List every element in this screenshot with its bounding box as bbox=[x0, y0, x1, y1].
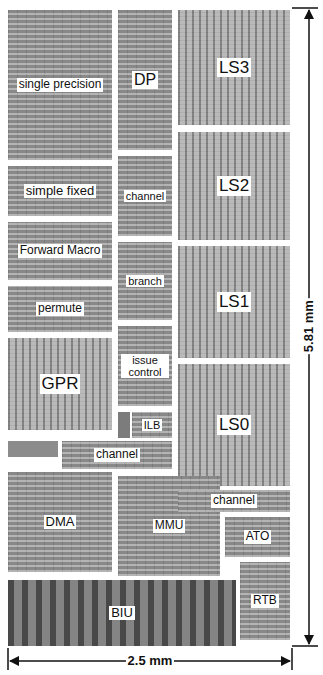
block-label: ILB bbox=[142, 419, 163, 431]
die-block: BIU bbox=[8, 580, 236, 646]
block-label: MMU bbox=[153, 519, 186, 532]
block-label: BIU bbox=[109, 606, 135, 621]
die-block: RTB bbox=[240, 562, 290, 640]
die-block: Forward Macro bbox=[8, 222, 112, 280]
block-label: LS2 bbox=[217, 176, 251, 195]
block-label: simple fixed bbox=[24, 184, 97, 199]
die-block: DP bbox=[118, 10, 172, 150]
block-label: channel bbox=[94, 448, 140, 461]
block-label: issue control bbox=[121, 354, 169, 379]
die-block: branch bbox=[118, 242, 172, 320]
die-block: LS3 bbox=[178, 10, 290, 125]
block-label: channel bbox=[211, 494, 257, 507]
die-block: channel bbox=[178, 490, 290, 512]
dimension-tick bbox=[7, 648, 9, 670]
block-label: LS3 bbox=[217, 58, 251, 77]
die-fragment bbox=[118, 412, 130, 438]
block-label: ATO bbox=[244, 530, 272, 543]
die-block: DMA bbox=[8, 472, 112, 572]
die-block: ATO bbox=[225, 517, 290, 557]
die-fragment bbox=[8, 441, 58, 457]
die-block: LS0 bbox=[178, 364, 290, 486]
block-label: RTB bbox=[251, 594, 279, 607]
die-block: permute bbox=[8, 286, 112, 332]
dimension-tick bbox=[292, 7, 318, 9]
dimension-label: 5.81 mm bbox=[302, 298, 316, 354]
block-label: branch bbox=[126, 275, 164, 287]
block-label: Forward Macro bbox=[18, 244, 103, 257]
block-label: single precision bbox=[17, 78, 104, 91]
die-block: LS1 bbox=[178, 246, 290, 358]
dimension-label: 2.5 mm bbox=[126, 654, 175, 668]
die-block: simple fixed bbox=[8, 166, 112, 216]
block-label: permute bbox=[36, 302, 84, 315]
die-block: channel bbox=[62, 441, 172, 469]
block-label: LS1 bbox=[217, 292, 251, 311]
block-label: DP bbox=[132, 71, 158, 89]
dimension-tick bbox=[291, 648, 293, 670]
die-block: channel bbox=[118, 156, 172, 236]
block-label: GPR bbox=[40, 374, 81, 393]
dimension-tick bbox=[292, 645, 318, 647]
die-block: GPR bbox=[8, 338, 112, 430]
block-label: channel bbox=[124, 190, 167, 202]
die-block: single precision bbox=[8, 10, 112, 160]
block-label: LS0 bbox=[217, 415, 251, 434]
die-block: issue control bbox=[118, 326, 172, 406]
die-block: ILB bbox=[132, 412, 172, 438]
block-label: DMA bbox=[44, 515, 77, 530]
die-block: LS2 bbox=[178, 132, 290, 240]
